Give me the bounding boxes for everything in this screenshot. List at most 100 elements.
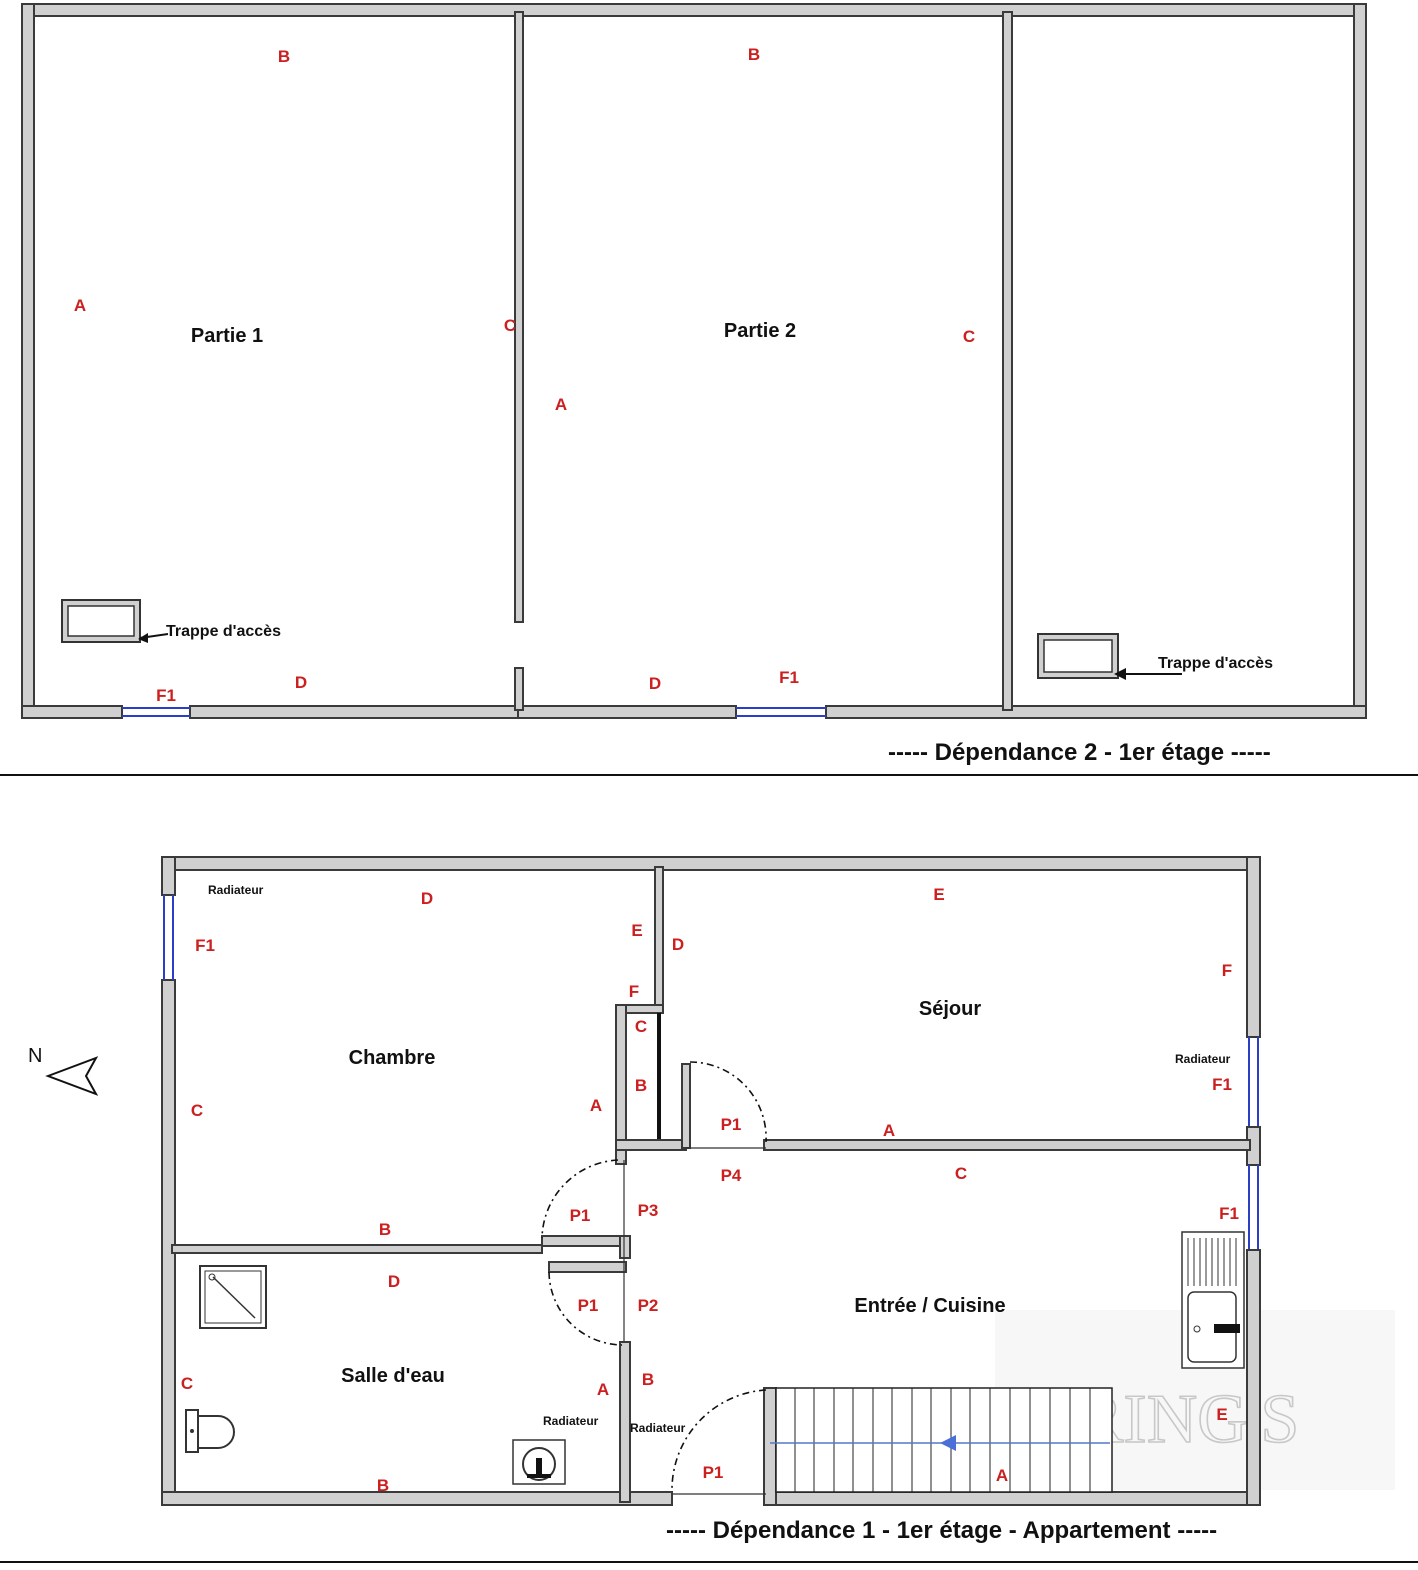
wall-right-top bbox=[1246, 856, 1261, 1038]
wall-label: A bbox=[555, 395, 567, 414]
wall-label: D bbox=[295, 673, 307, 692]
window-cuisine-f1 bbox=[1248, 1165, 1259, 1250]
room-sejour: Séjour bbox=[919, 998, 981, 1020]
room-partie-1: Partie 1 bbox=[191, 325, 263, 347]
wall-label: F1 bbox=[156, 686, 176, 705]
plan-dependance-2: Trappe d'accès Trappe d'accès Partie 1 P… bbox=[21, 3, 1367, 766]
room-entree-cuisine: Entrée / Cuisine bbox=[854, 1295, 1005, 1317]
door-p1-chambre bbox=[541, 1159, 619, 1239]
door-label: P1 bbox=[703, 1463, 724, 1482]
wall-label: C bbox=[504, 316, 516, 335]
wall-label: D bbox=[421, 889, 433, 908]
wall-node bbox=[619, 1235, 631, 1259]
wall-placard-left bbox=[615, 1004, 627, 1154]
wall-label: C bbox=[181, 1374, 193, 1393]
radiator-label: Radiateur bbox=[543, 1414, 599, 1428]
wall-chambre-salle bbox=[171, 1244, 543, 1254]
wall-bottom-3 bbox=[517, 705, 737, 719]
door-p1-sejour bbox=[689, 1061, 767, 1143]
window-f1-partie2 bbox=[736, 707, 826, 717]
room-partie-2: Partie 2 bbox=[724, 320, 796, 342]
door-label: P4 bbox=[721, 1166, 742, 1185]
washbasin-icon bbox=[512, 1439, 566, 1485]
wall-salle-door-jamb bbox=[548, 1261, 627, 1273]
wall-bottom-left bbox=[161, 1491, 673, 1506]
plan-dependance-1: BRING'S N bbox=[28, 856, 1395, 1544]
partition-2-3 bbox=[1002, 11, 1013, 711]
radiator-label: Radiateur bbox=[208, 883, 264, 897]
wall-label: E bbox=[1216, 1405, 1227, 1424]
wall-label: A bbox=[996, 1466, 1008, 1485]
wall-label: F bbox=[629, 982, 639, 1001]
wall-placard-bottom bbox=[615, 1139, 687, 1151]
wall-label: C bbox=[635, 1017, 647, 1036]
plan-title-dependance-1: ----- Dépendance 1 - 1er étage - Apparte… bbox=[666, 1517, 1217, 1544]
door-label: P3 bbox=[638, 1201, 659, 1220]
wall-label: F bbox=[1222, 961, 1232, 980]
north-label: N bbox=[28, 1045, 42, 1067]
wall-label: B bbox=[379, 1220, 391, 1239]
hatch-label-2: Trappe d'accès bbox=[1158, 655, 1273, 672]
wall-label: B bbox=[377, 1476, 389, 1495]
wall-label: D bbox=[388, 1272, 400, 1291]
wall-chambre-sejour bbox=[654, 866, 664, 1008]
wall-bottom-right bbox=[775, 1491, 1261, 1506]
wall-label: E bbox=[631, 921, 642, 940]
wall-chambre-entree bbox=[615, 1149, 627, 1165]
window-f1-partie1 bbox=[122, 707, 190, 717]
wall-label: B bbox=[642, 1370, 654, 1389]
wall-label: D bbox=[649, 674, 661, 693]
wall-label: F1 bbox=[195, 936, 215, 955]
wall-salle-entree bbox=[619, 1341, 631, 1503]
plan-title-dependance-2: ----- Dépendance 2 - 1er étage ----- bbox=[888, 739, 1271, 766]
room-salle-d-eau: Salle d'eau bbox=[341, 1365, 445, 1387]
wall-label: B bbox=[278, 47, 290, 66]
wall-left-top bbox=[161, 856, 176, 896]
wall-left bbox=[161, 979, 176, 1506]
wall-label: C bbox=[955, 1164, 967, 1183]
partition-1-2 bbox=[514, 11, 524, 623]
wall-label: F1 bbox=[1219, 1204, 1239, 1223]
wall-label: B bbox=[748, 45, 760, 64]
wall-bottom-1 bbox=[21, 705, 123, 719]
wall-label: A bbox=[590, 1096, 602, 1115]
kitchen-sink-icon bbox=[1181, 1231, 1245, 1369]
window-sejour-f1 bbox=[1248, 1037, 1259, 1127]
radiator-label: Radiateur bbox=[630, 1421, 686, 1435]
staircase bbox=[770, 1387, 1113, 1493]
door-p1-entree bbox=[671, 1389, 767, 1493]
wall-label: E bbox=[933, 885, 944, 904]
shower-icon bbox=[199, 1265, 267, 1329]
wall-bottom-4 bbox=[825, 705, 1367, 719]
door-p1-salle bbox=[548, 1271, 623, 1346]
radiator-label: Radiateur bbox=[1175, 1052, 1231, 1066]
access-hatch-1 bbox=[61, 599, 169, 643]
wall-label: A bbox=[883, 1121, 895, 1140]
wall-sejour-south bbox=[763, 1139, 1251, 1151]
wall-label: A bbox=[74, 296, 86, 315]
wall-label: D bbox=[672, 935, 684, 954]
wall-sejour-door-jamb bbox=[681, 1063, 691, 1149]
partition-1-2-lower bbox=[514, 667, 524, 711]
access-hatch-2 bbox=[1037, 633, 1182, 680]
room-chambre: Chambre bbox=[349, 1047, 436, 1069]
hatch-label-1: Trappe d'accès bbox=[166, 623, 281, 640]
wall-bottom-2 bbox=[189, 705, 519, 719]
wall-chambre-door-jamb bbox=[541, 1235, 627, 1247]
wall-top bbox=[21, 3, 1367, 17]
wall-top bbox=[161, 856, 1261, 871]
door-label: P2 bbox=[638, 1296, 659, 1315]
north-arrow-icon bbox=[45, 1056, 99, 1096]
wall-label: A bbox=[597, 1380, 609, 1399]
window-chambre-f1 bbox=[163, 895, 174, 980]
wall-stair bbox=[763, 1387, 777, 1506]
toilet-icon bbox=[185, 1409, 235, 1453]
wall-label: C bbox=[191, 1101, 203, 1120]
wall-right-bottom bbox=[1246, 1249, 1261, 1506]
stair-direction-arrow-icon bbox=[940, 1435, 956, 1451]
door-label: P1 bbox=[570, 1206, 591, 1225]
wall-label: F1 bbox=[779, 668, 799, 687]
wall-left bbox=[21, 3, 35, 719]
door-label: P1 bbox=[721, 1115, 742, 1134]
